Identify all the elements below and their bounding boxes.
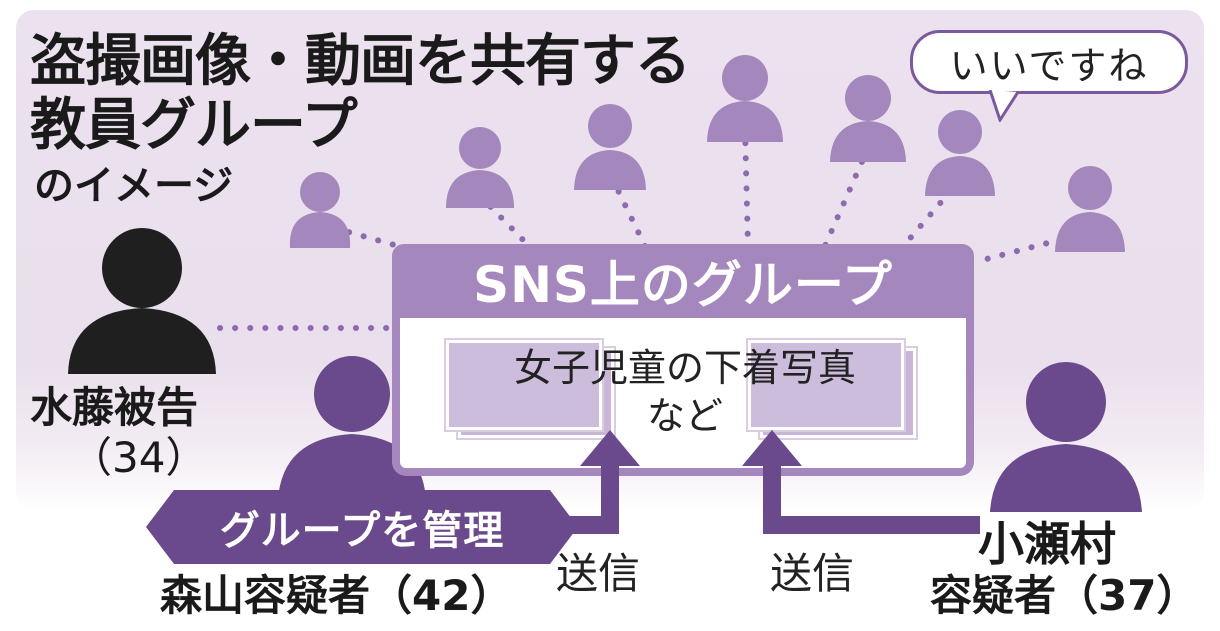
speech-bubble-tail [988, 90, 1020, 122]
person-icon [990, 362, 1142, 512]
sns-group-header: SNS上のグループ [392, 244, 974, 318]
photo-thumbnail [748, 340, 904, 430]
kose-name: 小瀬村 [978, 517, 1116, 571]
person-icon [1055, 166, 1125, 252]
send-label-right: 送信 [770, 549, 855, 598]
photo-thumbnail [446, 340, 602, 430]
arrowhead-left [580, 430, 640, 466]
title-line-3: のイメージ [34, 163, 234, 209]
defendant-age: （34） [70, 433, 208, 482]
shared-content-line-2: など [646, 394, 723, 438]
speech-bubble: いいですね [910, 30, 1188, 94]
person-icon [446, 127, 514, 208]
send-label-left: 送信 [556, 549, 641, 598]
group-members [289, 55, 1125, 252]
person-icon [289, 172, 351, 248]
title-line-2: 教員グループ [30, 93, 358, 158]
person-icon [925, 110, 995, 196]
defendant-name: 水藤被告 [30, 383, 199, 432]
shared-content-line-1: 女子児童の下着写真 [513, 346, 856, 390]
person-icon [68, 228, 216, 374]
send-arrow-right [763, 462, 980, 534]
manager-role-tag: グループを管理 [146, 490, 578, 564]
title-line-1: 盗撮画像・動画を共有する [30, 29, 691, 94]
person-icon [707, 55, 783, 142]
person-icon [278, 356, 426, 500]
person-icon [574, 104, 646, 190]
send-arrow-left [560, 462, 619, 534]
kose-title-age: 容疑者（37） [930, 571, 1199, 620]
moriyama-name: 森山容疑者（42） [160, 571, 513, 620]
shared-content: 女子児童の下着写真 など [430, 344, 940, 440]
person-icon [830, 75, 906, 162]
arrowhead-right [742, 430, 802, 466]
